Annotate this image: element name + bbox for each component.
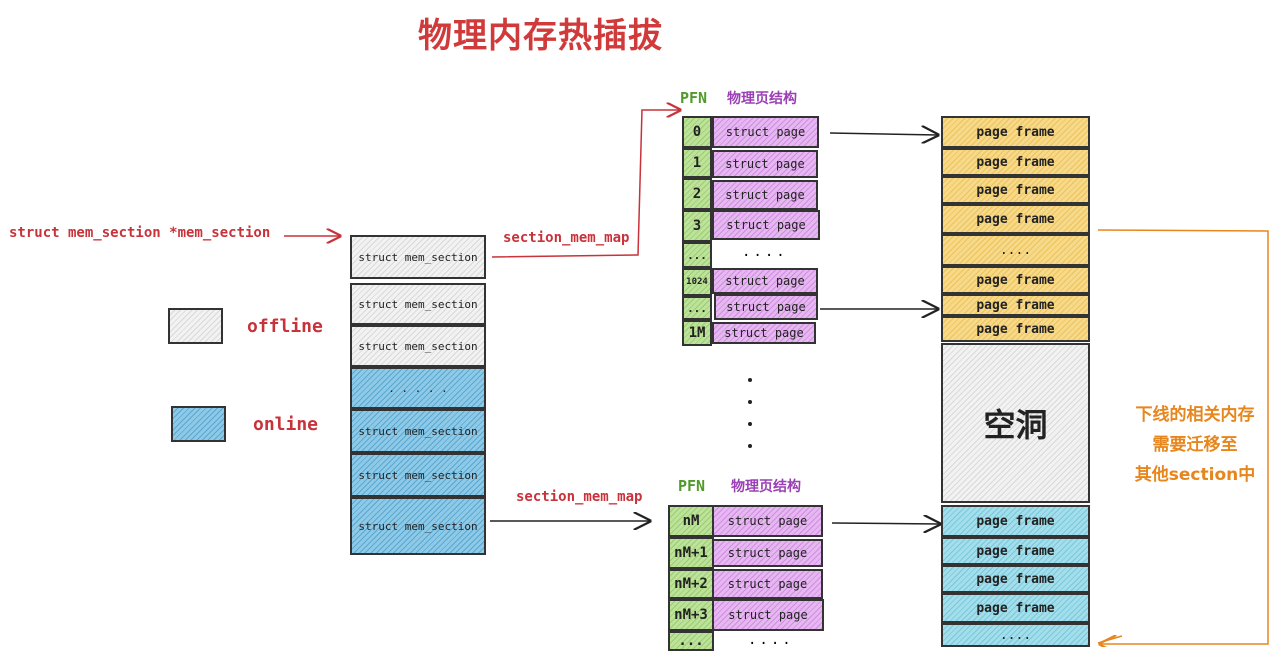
page-frame: page frame — [941, 565, 1090, 593]
page-struct-header-bottom: 物理页结构 — [731, 479, 801, 495]
pfn-cell: nM+2 — [668, 569, 714, 599]
mem-section-pointer-label: struct mem_section *mem_section — [9, 225, 271, 241]
migration-note-line: 需要迁移至 — [1152, 435, 1238, 455]
pfn-cell: nM — [668, 505, 714, 537]
pfn-cell: 1M — [682, 320, 712, 346]
migration-note: 下线的相关内存 需要迁移至 其他section中 — [1120, 400, 1270, 490]
section-mem-map-label-top: section_mem_map — [503, 230, 630, 246]
mem-section-box: struct mem_section — [350, 453, 486, 497]
page-frame: page frame — [941, 204, 1090, 234]
pfn-cell: ... — [682, 242, 712, 268]
mem-section-box: struct mem_section — [350, 283, 486, 325]
pfn-cell: 3 — [682, 210, 712, 242]
mem-section-box: struct mem_section — [350, 325, 486, 367]
struct-page-ellipsis: .... — [742, 244, 788, 260]
struct-page-cell: struct page — [714, 294, 818, 320]
mem-section-box: struct mem_section — [350, 409, 486, 453]
migration-arrow-tip — [1097, 635, 1123, 644]
pfn-cell: ... — [682, 296, 712, 320]
struct-page-cell: struct page — [712, 599, 824, 631]
page-frame-ellipsis: .... — [941, 623, 1090, 647]
migration-arrow — [1097, 229, 1269, 644]
mem-section-box: struct mem_section — [350, 235, 486, 279]
struct-page-cell: struct page — [712, 210, 820, 240]
mem-section-box: . . . . . — [350, 367, 486, 409]
page-frame: page frame — [941, 176, 1090, 204]
pfn-header-bottom: PFN — [678, 477, 706, 495]
page-frame: page frame — [941, 593, 1090, 623]
section-mem-map-label-bottom: section_mem_map — [516, 489, 643, 505]
page-frame: page frame — [941, 316, 1090, 342]
page-frame: page frame — [941, 116, 1090, 148]
struct-page-ellipsis: .... — [748, 632, 794, 648]
pfn-cell: 1 — [682, 148, 712, 178]
struct-page-cell: struct page — [712, 539, 823, 567]
struct-page-cell: struct page — [712, 180, 818, 210]
struct-page-cell: struct page — [712, 268, 818, 294]
legend-online-swatch — [171, 406, 226, 442]
section-mem-map-arrow-top — [491, 110, 680, 258]
struct-page-cell: struct page — [712, 569, 823, 599]
pfn-cell: nM+3 — [668, 599, 714, 631]
pfn-cell: 1024 — [682, 268, 712, 296]
page-frame: page frame — [941, 537, 1090, 565]
struct-page-cell: struct page — [712, 150, 818, 178]
migration-note-line: 下线的相关内存 — [1135, 405, 1255, 425]
pfn-header-top: PFN — [680, 89, 708, 107]
page-frame-ellipsis: .... — [941, 234, 1090, 266]
memory-hole: 空洞 — [941, 343, 1090, 503]
struct-page-cell: struct page — [712, 322, 816, 344]
page-frame: page frame — [941, 148, 1090, 176]
mem-section-box: struct mem_section — [350, 497, 486, 555]
pfn-cell: 2 — [682, 178, 712, 210]
legend-offline-swatch — [168, 308, 223, 344]
page-frame: page frame — [941, 505, 1090, 537]
pfn-cell: 0 — [682, 116, 712, 148]
legend-online-label: online — [253, 414, 319, 435]
page-frame: page frame — [941, 266, 1090, 294]
vertical-ellipsis — [748, 378, 752, 448]
diagram-title: 物理内存热插拔 — [418, 16, 663, 56]
migration-note-line: 其他section中 — [1134, 465, 1256, 485]
struct-page-cell: struct page — [712, 116, 819, 148]
page-struct-header-top: 物理页结构 — [727, 91, 797, 107]
page-frame: page frame — [941, 294, 1090, 316]
struct-page-to-frame-arrow — [829, 133, 938, 135]
struct-page-cell: struct page — [712, 505, 823, 537]
struct-page-to-frame-arrow — [831, 523, 940, 524]
legend-offline-label: offline — [247, 316, 323, 337]
